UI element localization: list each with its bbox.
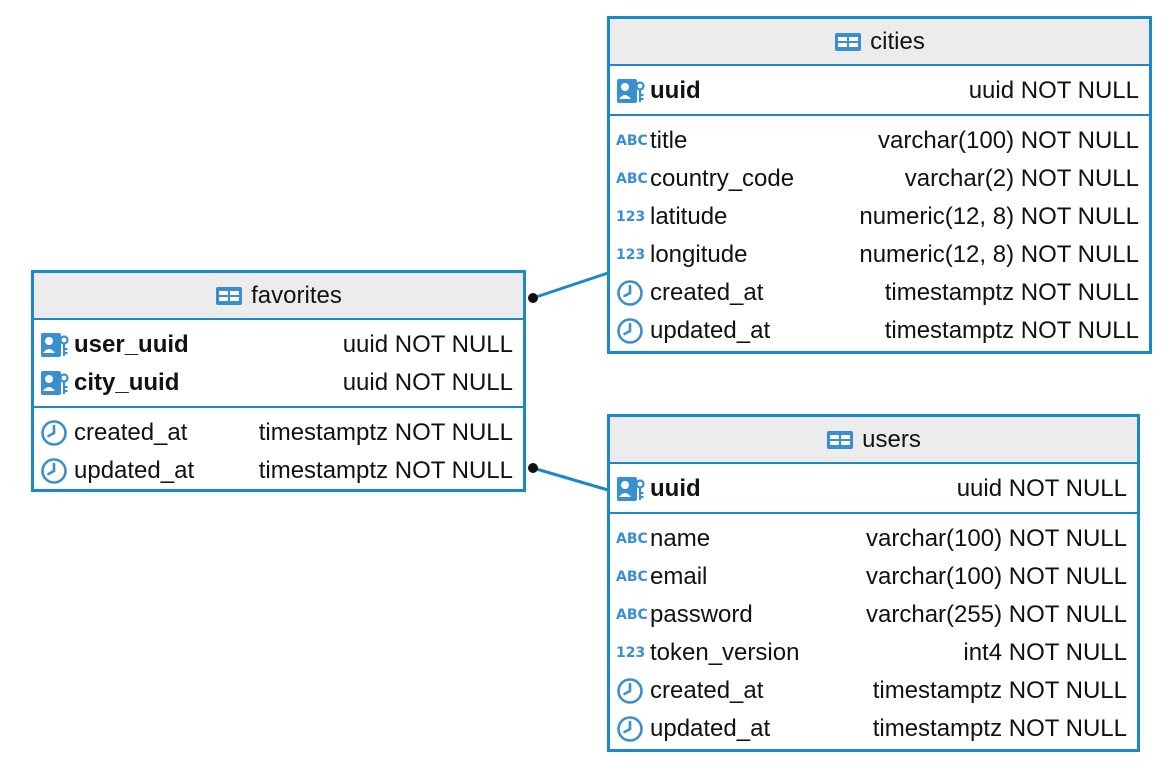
table-icon — [215, 286, 243, 306]
column-row-city-uuid[interactable]: city_uuid uuid NOT NULL — [34, 364, 523, 402]
clock-icon — [40, 456, 74, 486]
column-name: updated_at — [74, 457, 195, 484]
column-type: varchar(100) NOT NULL — [866, 525, 1127, 552]
column-type: timestamptz NOT NULL — [872, 715, 1127, 742]
clock-icon — [616, 714, 650, 744]
column-name: updated_at — [650, 715, 771, 742]
column-type: uuid NOT NULL — [342, 369, 513, 396]
column-name: longitude — [650, 241, 748, 268]
column-name: created_at — [650, 279, 764, 306]
column-type: uuid NOT NULL — [342, 331, 513, 358]
entity-header[interactable]: favorites — [34, 273, 523, 320]
column-name: uuid — [650, 77, 701, 104]
column-row-user-uuid[interactable]: user_uuid uuid NOT NULL — [34, 326, 523, 364]
column-type: varchar(100) NOT NULL — [878, 127, 1139, 154]
clock-icon — [616, 676, 650, 706]
column-name: updated_at — [650, 317, 771, 344]
column-type: timestamptz NOT NULL — [884, 279, 1139, 306]
clock-icon — [616, 316, 650, 346]
key-icon — [616, 76, 650, 106]
entity-header[interactable]: cities — [610, 19, 1149, 66]
column-type: uuid NOT NULL — [956, 475, 1127, 502]
key-icon — [40, 330, 74, 360]
column-type: varchar(100) NOT NULL — [866, 563, 1127, 590]
column-name: latitude — [650, 203, 728, 230]
abc-icon: ABC — [616, 133, 648, 149]
column-name: name — [650, 525, 711, 552]
entity-header[interactable]: users — [610, 417, 1137, 464]
column-row-created-at[interactable]: created_at timestamptz NOT NULL — [34, 414, 523, 452]
column-name: token_version — [650, 639, 800, 666]
column-type: int4 NOT NULL — [963, 639, 1127, 666]
column-row-created-at[interactable]: created_at timestamptz NOT NULL — [610, 672, 1137, 710]
column-type: timestamptz NOT NULL — [258, 457, 513, 484]
column-name: created_at — [74, 419, 188, 446]
column-type: numeric(12, 8) NOT NULL — [859, 241, 1139, 268]
clock-icon — [40, 418, 74, 448]
key-icon — [40, 368, 74, 398]
clock-icon — [616, 278, 650, 308]
primary-key-section: uuid uuid NOT NULL — [610, 66, 1149, 116]
relationship-endpoint-dot — [528, 293, 538, 303]
table-icon — [834, 32, 862, 52]
key-icon — [616, 474, 650, 504]
numeric-icon: 123 — [616, 645, 646, 661]
abc-icon: ABC — [616, 569, 648, 585]
numeric-icon: 123 — [616, 209, 646, 225]
column-name: user_uuid — [74, 331, 189, 358]
column-name: country_code — [650, 165, 795, 192]
column-name: password — [650, 601, 753, 628]
column-name: title — [650, 127, 688, 154]
entity-title: favorites — [251, 281, 342, 309]
column-row-created-at[interactable]: created_at timestamptz NOT NULL — [610, 274, 1149, 312]
column-name: uuid — [650, 475, 701, 502]
column-type: timestamptz NOT NULL — [258, 419, 513, 446]
column-row-uuid[interactable]: uuid uuid NOT NULL — [610, 72, 1149, 110]
column-type: varchar(2) NOT NULL — [904, 165, 1139, 192]
abc-icon: ABC — [616, 607, 648, 623]
relationship-endpoint-dot — [528, 463, 538, 473]
column-row-updated-at[interactable]: updated_at timestamptz NOT NULL — [610, 312, 1149, 350]
column-name: city_uuid — [74, 369, 180, 396]
table-icon — [826, 430, 854, 450]
column-name: email — [650, 563, 708, 590]
column-row-updated-at[interactable]: updated_at timestamptz NOT NULL — [610, 710, 1137, 748]
column-row-uuid[interactable]: uuid uuid NOT NULL — [610, 470, 1137, 508]
column-name: created_at — [650, 677, 764, 704]
column-type: varchar(255) NOT NULL — [866, 601, 1127, 628]
abc-icon: ABC — [616, 531, 648, 547]
relationship-favorites-cities — [532, 271, 609, 300]
column-type: numeric(12, 8) NOT NULL — [859, 203, 1139, 230]
column-row-updated-at[interactable]: updated_at timestamptz NOT NULL — [34, 452, 523, 490]
entity-title: users — [862, 425, 921, 453]
entity-title: cities — [870, 27, 925, 55]
column-type: timestamptz NOT NULL — [872, 677, 1127, 704]
numeric-icon: 123 — [616, 247, 646, 263]
primary-key-section: uuid uuid NOT NULL — [610, 464, 1137, 514]
abc-icon: ABC — [616, 171, 648, 187]
column-type: timestamptz NOT NULL — [884, 317, 1139, 344]
relationship-favorites-users — [532, 466, 609, 492]
column-type: uuid NOT NULL — [968, 77, 1139, 104]
